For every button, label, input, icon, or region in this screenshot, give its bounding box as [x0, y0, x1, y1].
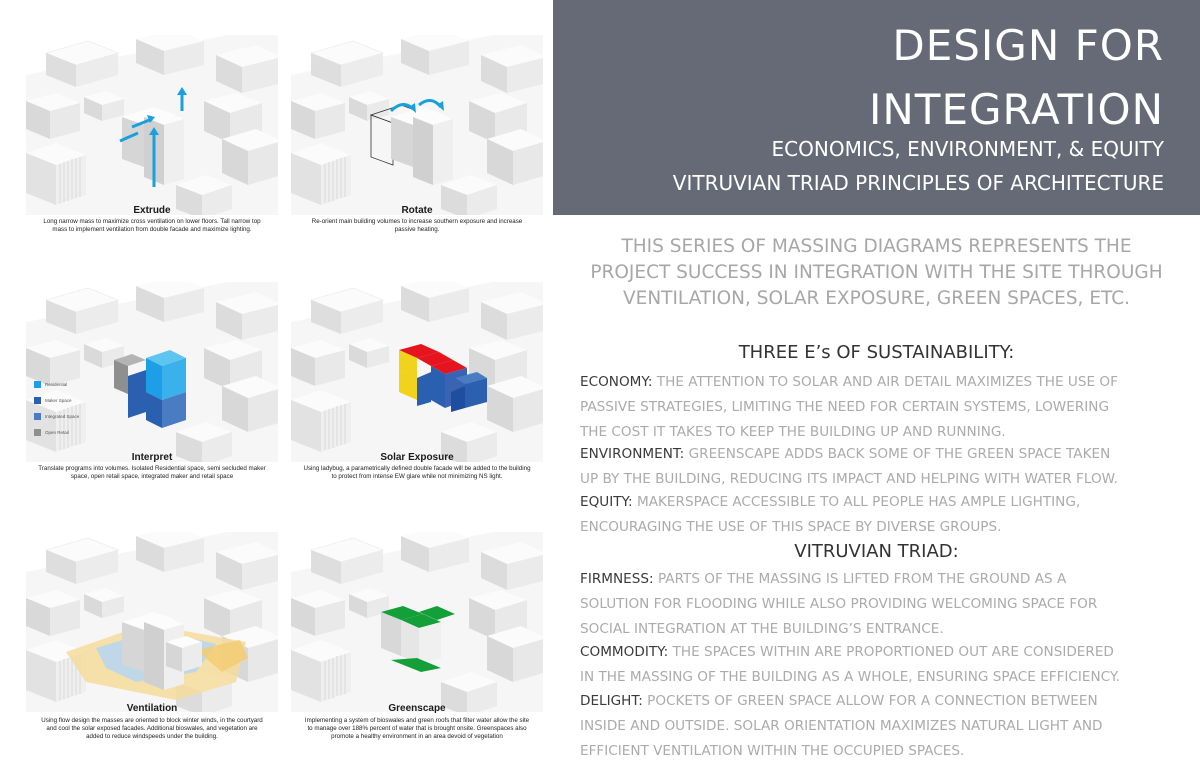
delight-paragraph: DELIGHT: POCKETS OF GREEN SPACE ALLOW FO… [580, 689, 1180, 764]
paragraph-line: IN THE MASSING OF THE BUILDING AS A WHOL… [580, 669, 1120, 685]
caption-line: and cool the solar exposed facades. Addi… [46, 725, 258, 732]
diagram-interpret [26, 282, 278, 462]
diagram-rotate [291, 35, 543, 215]
paragraph-line: INSIDE AND OUTSIDE. SOLAR ORIENTATION MA… [580, 718, 1103, 734]
paragraph-line: ENCOURAGING THE USE OF THIS SPACE BY DIV… [580, 519, 1002, 535]
paragraph-text: THE ATTENTION TO SOLAR AND AIR DETAIL MA… [656, 374, 1118, 390]
title-banner: DESIGN FOR INTEGRATION ECONOMICS, ENVIRO… [553, 0, 1200, 215]
diagram-description: Translate programs into volumes. Isolate… [26, 465, 278, 481]
caption-line: to manage over 188% percent of water tha… [307, 725, 527, 732]
firmness-paragraph: FIRMNESS: PARTS OF THE MASSING IS LIFTED… [580, 567, 1180, 642]
intro-line: VENTILATION, SOLAR EXPOSURE, GREEN SPACE… [622, 288, 1131, 309]
legend-label: Maker Space [45, 397, 72, 403]
diagram-title: Rotate [401, 205, 433, 216]
diagram-description: Re-orient main building volumes to incre… [291, 218, 543, 234]
paragraph-text: MAKERSPACE ACCESSIBLE TO ALL PEOPLE HAS … [636, 494, 1081, 510]
paragraph-label: COMMODITY: [580, 644, 669, 660]
environment-paragraph: ENVIRONMENT: GREENSCAPE ADDS BACK SOME O… [580, 442, 1180, 492]
legend-item: Maker Space [34, 396, 79, 404]
legend-item: Residential [34, 380, 79, 388]
diagram-title: Solar Exposure [380, 452, 454, 463]
paragraph-label: ENVIRONMENT: [580, 446, 685, 462]
legend-label: Residential [45, 381, 68, 387]
caption-line: Implementing a system of bioswales and g… [304, 717, 530, 724]
diagram-title: Greenscape [388, 703, 446, 714]
paragraph-line: SOLUTION FOR FLOODING WHILE ALSO PROVIDI… [580, 596, 1098, 612]
diagram-title: Ventilation [126, 703, 178, 714]
page-title-line: DESIGN FOR [892, 21, 1164, 70]
legend-item: Open Retail [34, 428, 79, 436]
intro-line: THIS SERIES OF MASSING DIAGRAMS REPRESEN… [621, 236, 1132, 257]
paragraph-label: FIRMNESS: [580, 571, 654, 587]
paragraph-line: THE COST IT TAKES TO KEEP THE BUILDING U… [580, 424, 1006, 440]
economy-paragraph: ECONOMY: THE ATTENTION TO SOLAR AND AIR … [580, 370, 1180, 445]
caption-line: added to reduce windspeeds under the bui… [86, 733, 218, 740]
paragraph-text: POCKETS OF GREEN SPACE ALLOW FOR A CONNE… [647, 693, 1098, 709]
diagram-title: Extrude [133, 205, 171, 216]
diagram-extrude [26, 35, 278, 215]
diagram-description: Using flow design the masses are oriente… [26, 717, 278, 741]
diagram-description: Long narrow mass to maximize cross venti… [26, 218, 278, 234]
paragraph-text: GREENSCAPE ADDS BACK SOME OF THE GREEN S… [688, 446, 1111, 462]
caption-line: promote a healthy environment in an area… [331, 733, 503, 740]
sustainability-heading: THREE E’s OF SUSTAINABILITY: [738, 342, 1015, 363]
caption-line: mass to implement ventilation from doubl… [52, 226, 252, 233]
program-legend: Residential Maker Space Integrated Space… [34, 380, 79, 444]
paragraph-line: DELIGHT: POCKETS OF GREEN SPACE ALLOW FO… [580, 689, 1180, 714]
arrow-icon [119, 87, 187, 187]
caption-line: to protect from intense EW glare while n… [331, 473, 503, 480]
diagram-description: Using ladybug, a parametrically defined … [291, 465, 543, 481]
paragraph-label: ECONOMY: [580, 374, 653, 390]
caption-line: Re-orient main building volumes to incre… [311, 218, 523, 225]
paragraph-line: ENVIRONMENT: GREENSCAPE ADDS BACK SOME O… [580, 442, 1180, 467]
paragraph-line: SOCIAL INTEGRATION AT THE BUILDING’S ENT… [580, 621, 944, 637]
paragraph-line: EFFICIENT VENTILATION WITHIN THE OCCUPIE… [580, 743, 965, 759]
paragraph-text: PARTS OF THE MASSING IS LIFTED FROM THE … [657, 571, 1067, 587]
intro-line: PROJECT SUCCESS IN INTEGRATION WITH THE … [590, 262, 1163, 283]
paragraph-line: ECONOMY: THE ATTENTION TO SOLAR AND AIR … [580, 370, 1180, 395]
paragraph-line: UP BY THE BUILDING, REDUCING ITS IMPACT … [580, 471, 1118, 487]
diagram-description: Implementing a system of bioswales and g… [291, 717, 543, 741]
paragraph-text: THE SPACES WITHIN ARE PROPORTIONED OUT A… [672, 644, 1114, 660]
page-title-line: INTEGRATION [868, 85, 1164, 134]
paragraph-label: EQUITY: [580, 494, 633, 510]
caption-line: Long narrow mass to maximize cross venti… [43, 218, 261, 225]
caption-line: space, open retail space, integrated mak… [70, 473, 234, 480]
commodity-paragraph: COMMODITY: THE SPACES WITHIN ARE PROPORT… [580, 640, 1180, 690]
paragraph-label: DELIGHT: [580, 693, 643, 709]
diagram-solar-exposure [291, 282, 543, 462]
triad-heading: VITRUVIAN TRIAD: [794, 541, 959, 562]
diagram-greenscape [291, 532, 543, 712]
diagram-title: Interpret [131, 452, 173, 463]
paragraph-line: COMMODITY: THE SPACES WITHIN ARE PROPORT… [580, 640, 1180, 665]
intro-text: THIS SERIES OF MASSING DIAGRAMS REPRESEN… [553, 234, 1200, 312]
legend-item: Integrated Space [34, 412, 79, 420]
caption-line: passive heating. [394, 226, 440, 233]
caption-line: Using flow design the masses are oriente… [41, 717, 263, 724]
page-subtitle-line: VITRUVIAN TRIAD PRINCIPLES OF ARCHITECTU… [672, 171, 1164, 195]
diagram-ventilation [26, 532, 278, 712]
caption-line: Using ladybug, a parametrically defined … [303, 465, 531, 472]
legend-label: Open Retail [45, 429, 69, 435]
page-subtitle-line: ECONOMICS, ENVIRONMENT, & EQUITY [771, 137, 1164, 161]
equity-paragraph: EQUITY: MAKERSPACE ACCESSIBLE TO ALL PEO… [580, 490, 1180, 540]
paragraph-line: PASSIVE STRATEGIES, LIMITING THE NEED FO… [580, 399, 1109, 415]
paragraph-line: FIRMNESS: PARTS OF THE MASSING IS LIFTED… [580, 567, 1180, 592]
legend-label: Integrated Space [45, 413, 80, 419]
caption-line: Translate programs into volumes. Isolate… [38, 465, 266, 472]
paragraph-line: EQUITY: MAKERSPACE ACCESSIBLE TO ALL PEO… [580, 490, 1180, 515]
